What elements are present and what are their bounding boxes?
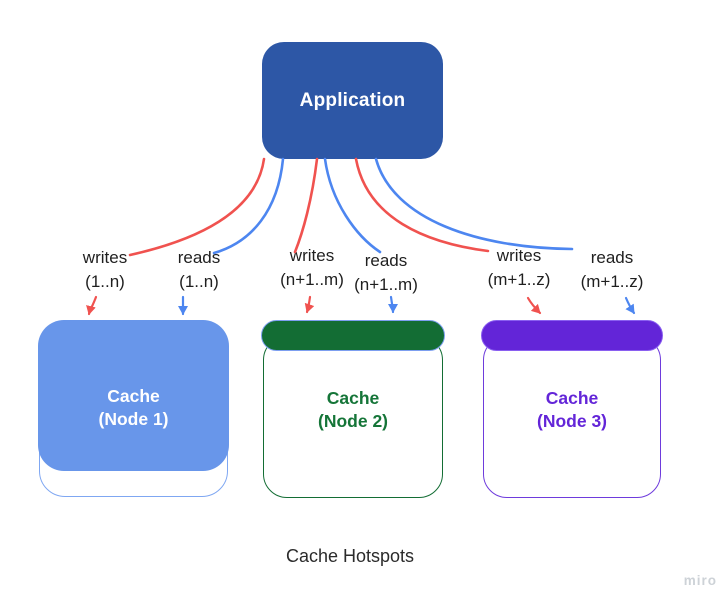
- arrow-reads-node2[interactable]: [387, 295, 398, 314]
- connector-app-reads-node3[interactable]: [374, 157, 574, 251]
- edge-label-writes-node3[interactable]: writes (m+1..z): [487, 246, 551, 289]
- edge-label-reads-node3[interactable]: reads (m+1..z): [580, 248, 644, 291]
- arrow-writes-node1[interactable]: [86, 295, 98, 316]
- edge-label-writes-node1[interactable]: writes (1..n): [82, 248, 128, 291]
- application-box[interactable]: Application: [262, 42, 443, 159]
- edge-label-writes-node2[interactable]: writes (n+1..m): [280, 246, 344, 289]
- connector-app-reads-node1[interactable]: [212, 157, 285, 255]
- miro-watermark[interactable]: miro: [683, 573, 717, 588]
- edge-label-reads-node2[interactable]: reads (n+1..m): [354, 251, 418, 294]
- application-label: Application: [299, 89, 406, 111]
- arrow-writes-node3[interactable]: [526, 296, 542, 315]
- connector-app-reads-node2[interactable]: [323, 157, 382, 254]
- cache-node2-shape[interactable]: Cache (Node 2): [263, 336, 443, 498]
- cache-node1-label: Cache (Node 1): [98, 385, 169, 429]
- diagram-title[interactable]: Cache Hotspots: [285, 546, 415, 566]
- cache-node2-label: Cache (Node 2): [318, 388, 388, 431]
- cache-node3-label: Cache (Node 3): [537, 388, 607, 431]
- cache-node3-header-bar[interactable]: [481, 320, 663, 351]
- cache-node2-header-bar[interactable]: [261, 320, 445, 351]
- connector-app-writes-node3[interactable]: [354, 157, 490, 253]
- connector-app-writes-node2[interactable]: [293, 157, 319, 254]
- arrow-writes-node2[interactable]: [304, 295, 315, 314]
- edge-label-reads-node1[interactable]: reads (1..n): [177, 248, 221, 291]
- arrow-reads-node3[interactable]: [624, 296, 636, 315]
- connector-app-writes-node1[interactable]: [128, 157, 266, 257]
- cache-node1-shape[interactable]: Cache (Node 1): [38, 320, 229, 471]
